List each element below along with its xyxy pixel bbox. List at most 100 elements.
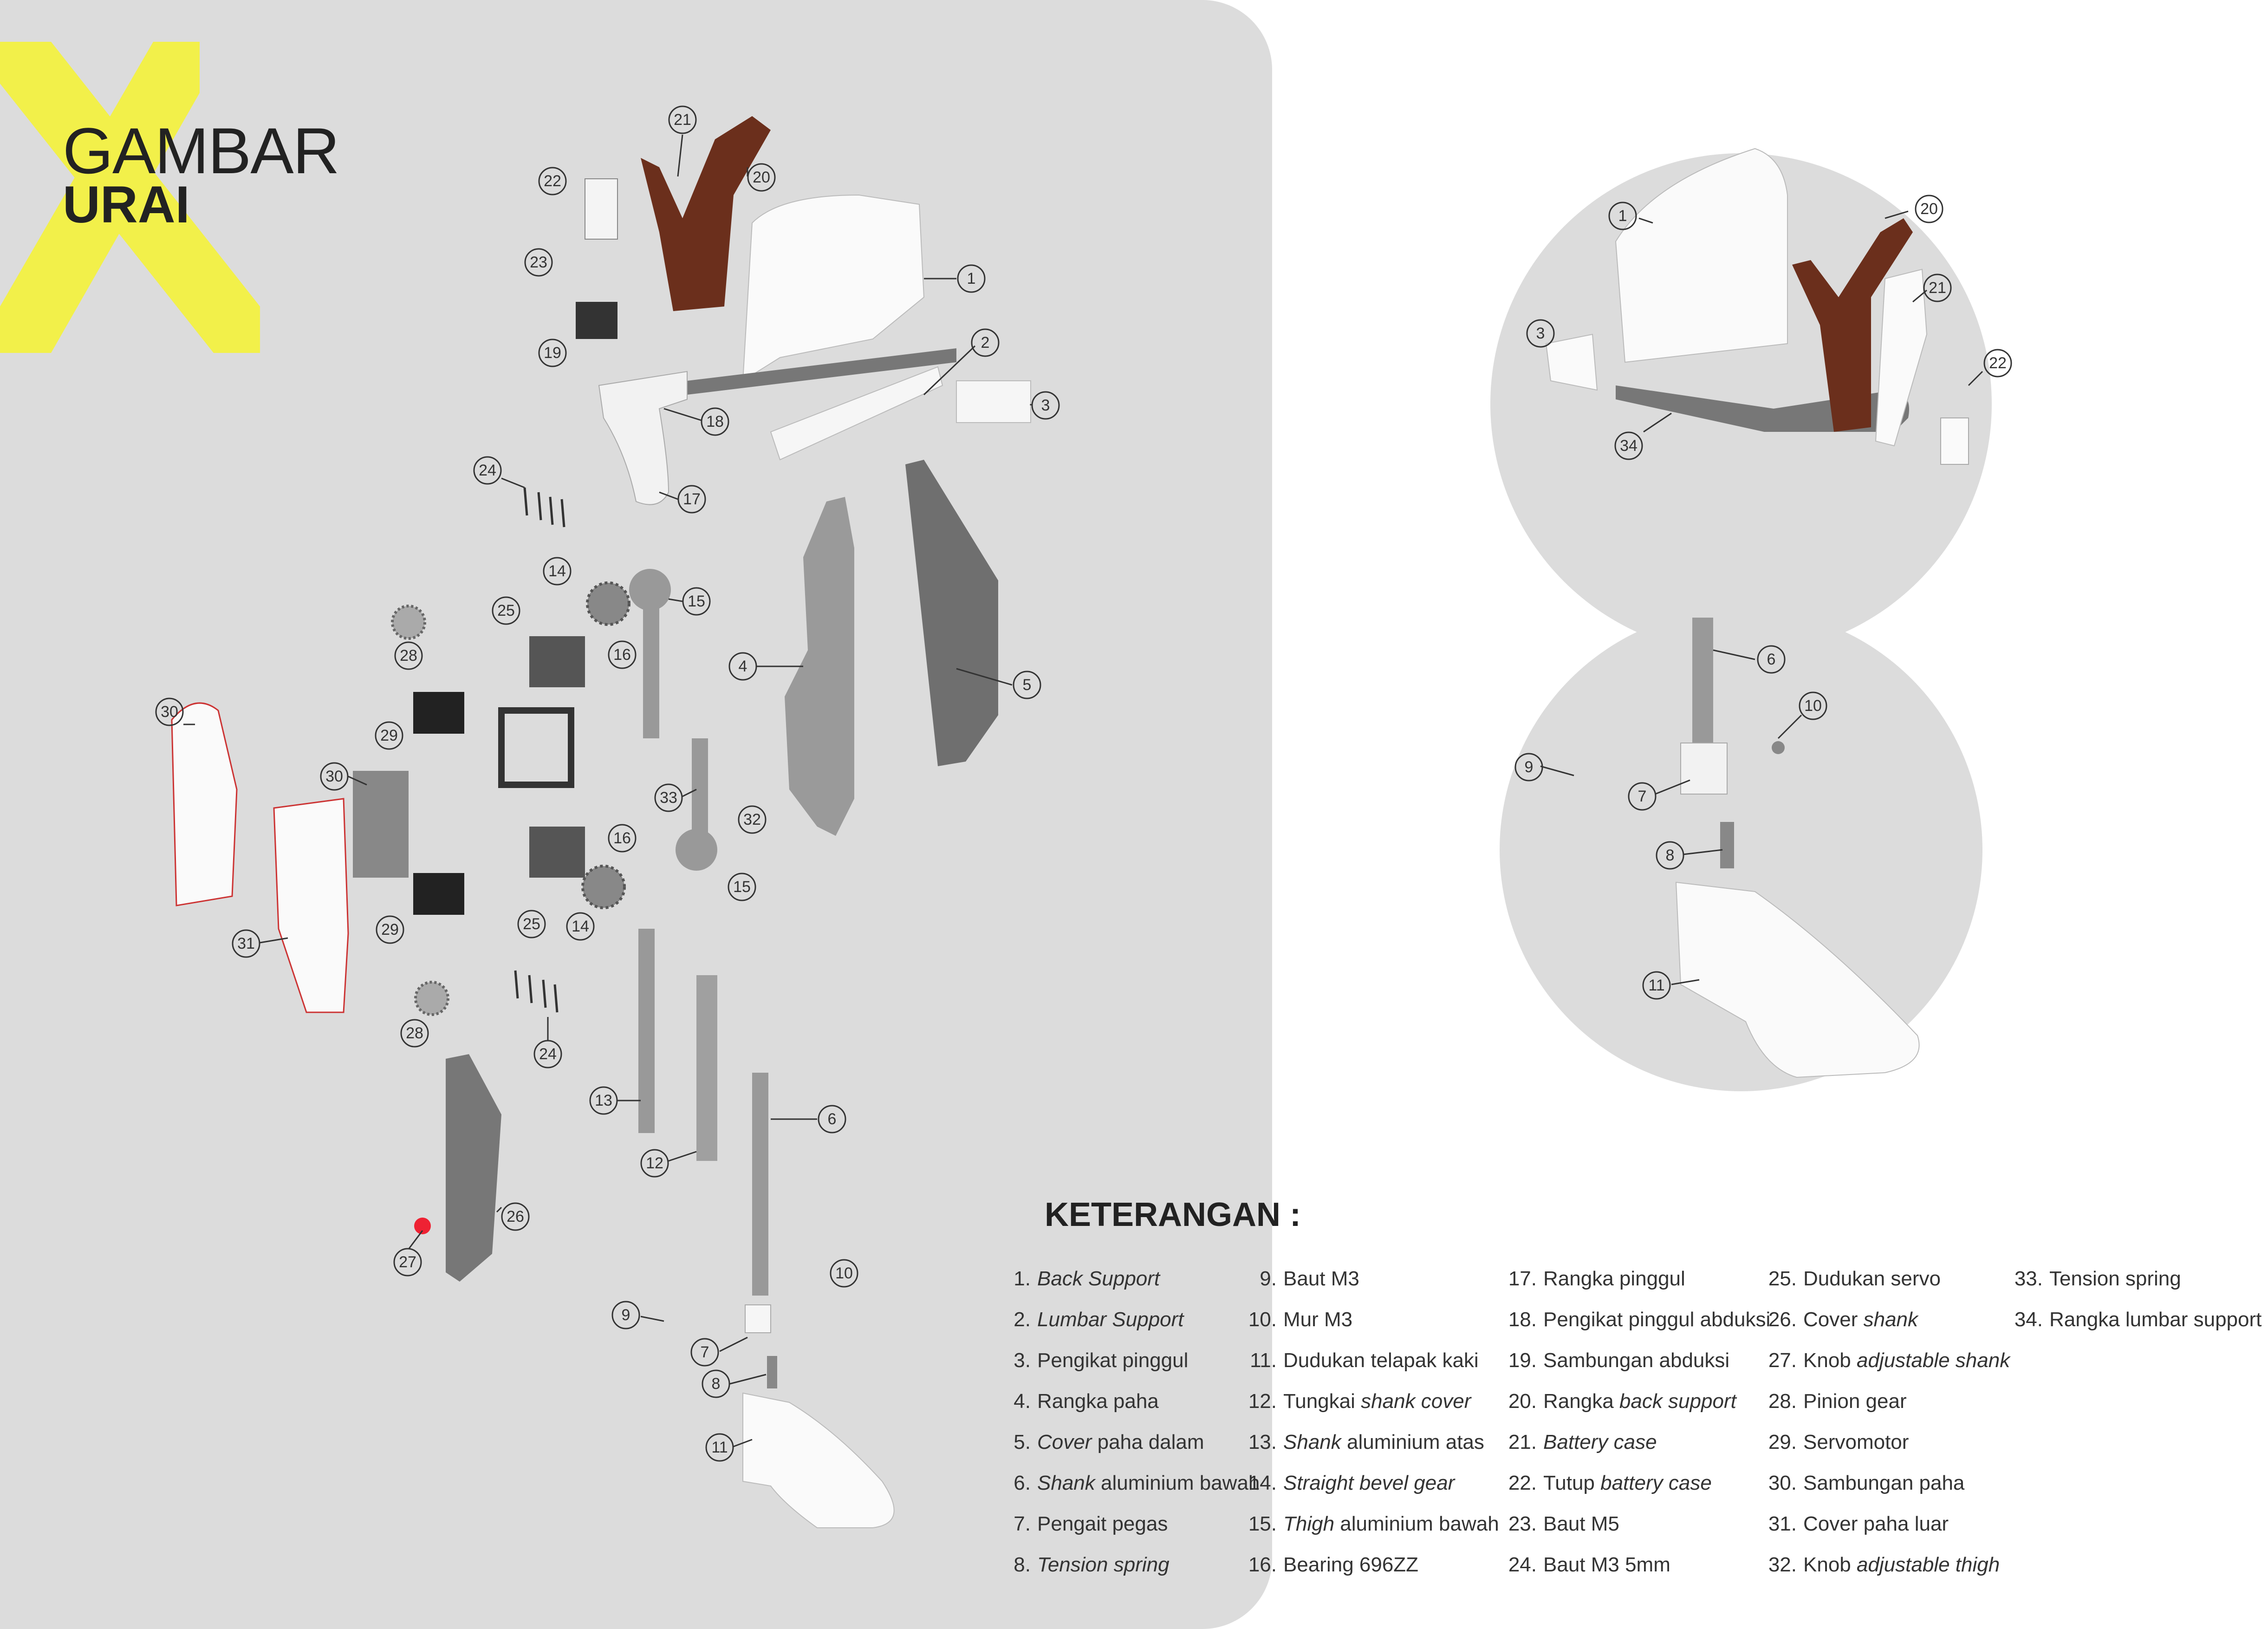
detail-circle-bottom: [1500, 608, 1982, 1091]
callout-main-8: 18: [706, 413, 724, 430]
callout-main-14: 16: [613, 646, 631, 664]
callout-main-19: 29: [380, 727, 398, 744]
hip-strap-part: [956, 380, 1031, 423]
legend-item-number: 9.: [1260, 1267, 1277, 1290]
legend-item-label: Baut M5: [1543, 1512, 1619, 1535]
legend-item-label: shank: [1863, 1308, 1918, 1331]
legend-item-number: 26.: [1768, 1308, 1797, 1331]
legend-item-number: 33.: [2014, 1267, 2043, 1290]
legend-item: 20.Rangka back support: [1504, 1381, 1770, 1422]
legend-item: 10. Mur M3: [1244, 1299, 1499, 1340]
legend-item: 14.Straight bevel gear: [1244, 1463, 1499, 1504]
callout-main-25: 25: [523, 915, 540, 933]
callout-main-37: 9: [622, 1306, 630, 1324]
callout-main-39: 8: [712, 1375, 721, 1393]
legend-item-number: 7.: [1014, 1512, 1031, 1535]
legend-item-label: back support: [1619, 1390, 1736, 1413]
legend-item-label: Pengikat pinggul: [1037, 1349, 1189, 1372]
callout-main-33: 6: [828, 1110, 837, 1128]
legend-item-label: Dudukan servo: [1803, 1267, 1941, 1290]
callout-main-29: 28: [406, 1024, 423, 1042]
legend-item-label: Baut M3: [1283, 1267, 1359, 1290]
legend-item-number: 16.: [1248, 1553, 1277, 1576]
legend-item: 28.Pinion gear: [1764, 1381, 2010, 1422]
back-support-part: [742, 194, 925, 382]
legend-item: 3.Pengikat pinggul: [998, 1340, 1260, 1381]
callout-main-26: 14: [572, 918, 589, 935]
legend-item: 30.Sambungan paha: [1764, 1463, 2010, 1504]
legend-item-label: Rangka lumbar support: [2049, 1308, 2262, 1331]
detail-lumbar-support: [1545, 333, 1598, 391]
lumbar-support-part: [770, 366, 943, 461]
inner-thigh-cover-part: [905, 460, 998, 766]
legend-item-label: Tutup: [1543, 1472, 1601, 1494]
callout-main-4: 23: [530, 254, 547, 271]
legend-item-label: Lumbar Support: [1037, 1308, 1184, 1331]
legend-item-label: Mur M3: [1283, 1308, 1353, 1331]
shank-lower-part: [752, 1073, 768, 1296]
legend-item: 16.Bearing 696ZZ: [1244, 1544, 1499, 1585]
detail-shank-lower: [1692, 618, 1713, 757]
legend-item: 6.Shank aluminium bawah: [998, 1463, 1260, 1504]
detail-battery-case: [1875, 268, 1928, 447]
title-line-2: URAI: [63, 176, 190, 234]
legend-item: 18.Pengikat pinggul abduksi: [1504, 1299, 1770, 1340]
callout-detail-bottom-4: 8: [1666, 847, 1675, 864]
legend-item: 32.Knob adjustable thigh: [1764, 1544, 2010, 1585]
legend-item: 31.Cover paha luar: [1764, 1504, 2010, 1544]
legend-item-number: 34.: [2014, 1308, 2043, 1331]
legend-item: 2.Lumbar Support: [998, 1299, 1260, 1340]
knob-adjustable-shank: [414, 1218, 431, 1234]
callout-main-24: 15: [733, 878, 751, 896]
legend-item-label: Cover paha luar: [1803, 1512, 1949, 1535]
legend-item-label: Tungkai: [1283, 1390, 1361, 1413]
callout-main-11: 14: [548, 562, 566, 580]
legend-item-number: 12.: [1248, 1390, 1277, 1413]
callout-detail-bottom-2: 9: [1525, 758, 1534, 776]
legend-item-label: aluminium bawah: [1334, 1512, 1499, 1535]
legend-item-number: 23.: [1508, 1512, 1537, 1535]
spring-hook-part: [745, 1304, 771, 1333]
legend-item-number: 10.: [1248, 1308, 1277, 1331]
lumbar-bar-part: [687, 348, 956, 395]
callout-main-40: 11: [711, 1439, 728, 1456]
callout-main-15: 28: [400, 647, 417, 665]
legend-item-label: shank cover: [1361, 1390, 1471, 1413]
thigh-aluminium-top: [629, 569, 671, 611]
detail-back-frame: [1792, 218, 1913, 432]
legend-item-label: Rangka paha: [1037, 1390, 1159, 1413]
legend-item-label: adjustable shank: [1856, 1349, 2010, 1372]
legend-item-number: 18.: [1508, 1308, 1537, 1331]
callout-detail-top-1: 20: [1920, 200, 1938, 218]
callout-main-3: 1: [967, 270, 976, 287]
thigh-frame-part: [785, 497, 854, 836]
servo-bracket: [498, 707, 574, 788]
callout-main-35: 27: [399, 1253, 416, 1271]
callout-detail-top-0: 1: [1618, 207, 1627, 225]
legend-item: 13.Shank aluminium atas: [1244, 1422, 1499, 1463]
callout-main-7: 3: [1041, 397, 1050, 414]
servomotor-top: [413, 692, 464, 734]
callout-main-1: 20: [753, 169, 770, 186]
servo-mount-top: [529, 636, 585, 687]
hip-frame-part: [598, 371, 688, 505]
legend-item-number: 30.: [1768, 1472, 1797, 1494]
legend-item-label: Baut M3 5mm: [1543, 1553, 1670, 1576]
legend-item-number: 14.: [1248, 1472, 1277, 1494]
legend-item: 33.Tension spring: [2010, 1258, 2262, 1299]
callout-main-0: 21: [674, 111, 691, 129]
callouts-main: 21 20 22 1 23 19 2 3 18 17 24 14 15 25 1…: [155, 105, 1060, 1462]
legend-item: 5.Cover paha dalam: [998, 1422, 1260, 1463]
legend-item-label: Shank: [1037, 1472, 1095, 1494]
foot-rest-part: [742, 1392, 895, 1528]
detail-foot-rest: [1675, 881, 1920, 1078]
legend-item-number: 6.: [1014, 1472, 1031, 1494]
detail-nut: [1772, 741, 1785, 754]
legend-item-number: 24.: [1508, 1553, 1537, 1576]
callout-main-12: 15: [688, 593, 705, 610]
legend-item-label: Pinion gear: [1803, 1390, 1907, 1413]
legend-item-number: 4.: [1014, 1390, 1031, 1413]
legend-item: 8.Tension spring: [998, 1544, 1260, 1585]
